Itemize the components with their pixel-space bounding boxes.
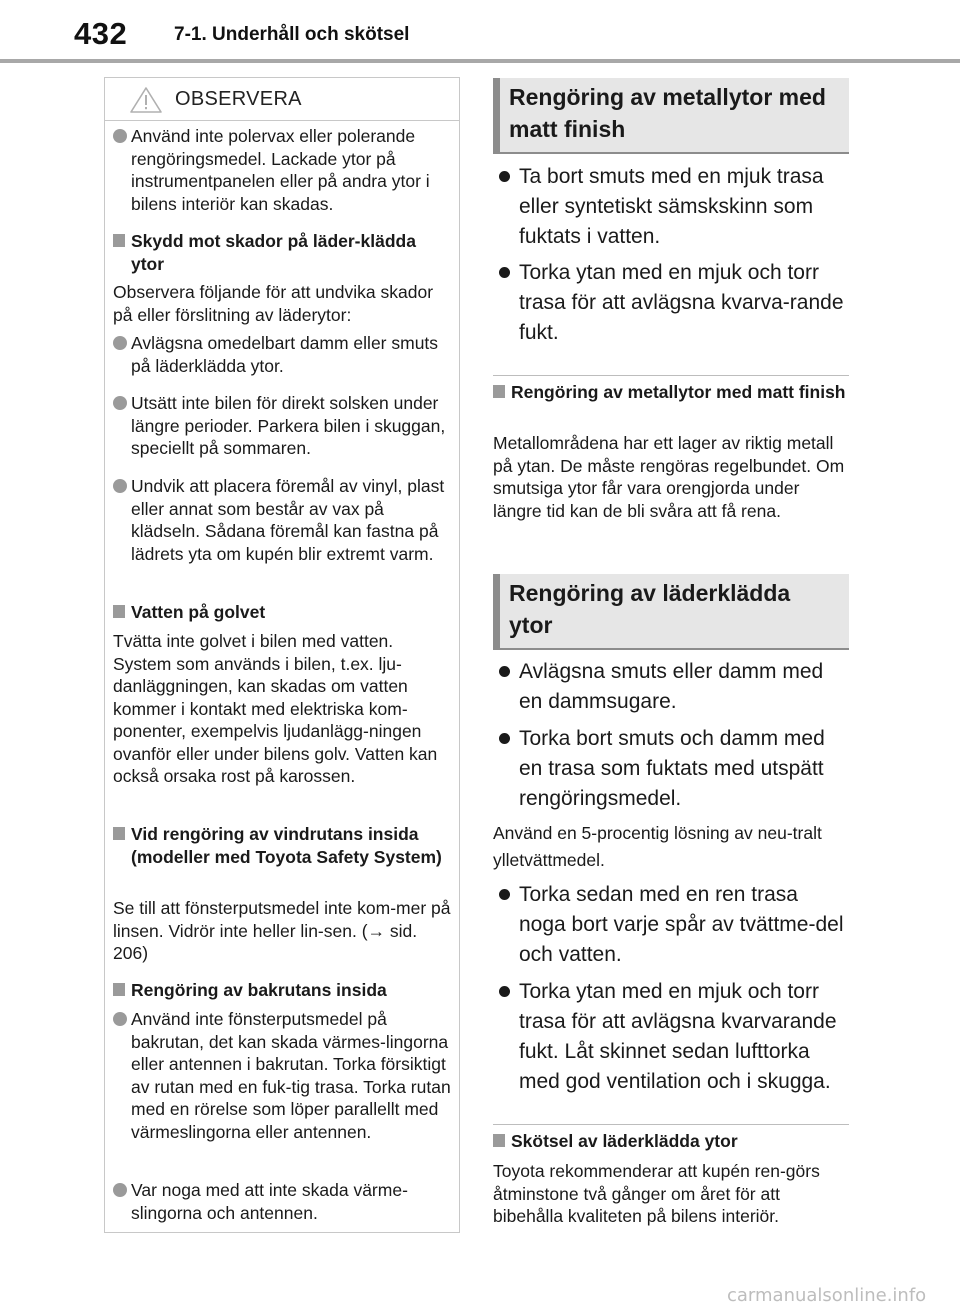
leather-bullet: Torka bort smuts och damm med en trasa s… <box>496 724 848 814</box>
bullet-icon <box>113 396 127 410</box>
square-bullet-icon <box>493 1134 505 1147</box>
section-heading-metal: Rengöring av metallytor med matt finish <box>493 78 849 154</box>
divider <box>493 375 849 376</box>
square-bullet-icon <box>113 983 125 996</box>
bullet-icon <box>113 1012 127 1026</box>
leather-paragraph: Toyota rekommenderar att kupén ren-görs … <box>493 1161 820 1226</box>
bullet-icon <box>113 129 127 143</box>
leather-bullet: Torka sedan med en ren trasa noga bort v… <box>496 880 848 970</box>
caution-bullet: Var noga med att inte skada värme-slingo… <box>113 1179 453 1224</box>
bullet-icon <box>499 986 510 997</box>
bullet-icon <box>499 267 510 278</box>
caution-bullet: Använd inte polervax eller polerande ren… <box>113 125 453 215</box>
caution-paragraph: Observera följande för att undvika skado… <box>113 282 434 325</box>
caution-subheading: Skydd mot skador på läder-klädda ytor <box>113 230 453 275</box>
caution-box: OBSERVERA Använd inte polervax eller pol… <box>104 77 460 1233</box>
caution-title: OBSERVERA <box>175 88 302 110</box>
square-bullet-icon <box>493 385 505 398</box>
caution-paragraph: Tvätta inte golvet i bilen med vatten. S… <box>113 631 438 786</box>
caution-subheading: Vatten på golvet <box>113 601 453 624</box>
square-bullet-icon <box>113 827 125 840</box>
chapter-title: 7-1. Underhåll och skötsel <box>174 24 410 45</box>
caution-bullet: Undvik att placera föremål av vinyl, pla… <box>113 475 453 565</box>
caution-subheading: Rengöring av bakrutans insida <box>113 979 453 1002</box>
leather-bullet: Torka ytan med en mjuk och torr trasa fö… <box>496 977 848 1097</box>
square-bullet-icon <box>113 234 125 247</box>
caution-subheading: Vid rengöring av vindrutans insida (mode… <box>113 823 453 868</box>
header-divider <box>0 59 960 63</box>
bullet-icon <box>499 666 510 677</box>
bullet-icon <box>113 479 127 493</box>
bullet-icon <box>113 336 127 350</box>
bullet-icon <box>499 889 510 900</box>
leather-note: Använd en 5-procentig lösning av neu-tra… <box>493 823 822 870</box>
divider <box>493 1124 849 1125</box>
caution-header: OBSERVERA <box>105 78 459 121</box>
page-number: 432 <box>74 16 128 51</box>
caution-bullet: Avlägsna omedelbart damm eller smuts på … <box>113 332 453 377</box>
leather-bullet: Avlägsna smuts eller damm med en dammsug… <box>496 657 848 717</box>
caution-bullet: Använd inte fönsterputsmedel på bakrutan… <box>113 1008 453 1143</box>
bullet-icon <box>499 171 510 182</box>
bullet-icon <box>113 1183 127 1197</box>
square-bullet-icon <box>113 605 125 618</box>
metal-paragraph: Metallområdena har ett lager av riktig m… <box>493 433 845 521</box>
leather-subheading: Skötsel av läderklädda ytor <box>493 1130 849 1153</box>
watermark: carmanualsonline.info <box>727 1285 927 1306</box>
caution-bullet: Utsätt inte bilen för direkt solsken und… <box>113 392 453 460</box>
metal-bullet: Torka ytan med en mjuk och torr trasa fö… <box>496 258 848 348</box>
page-header: 432 7-1. Underhåll och skötsel <box>0 0 960 63</box>
metal-bullet: Ta bort smuts med en mjuk trasa eller sy… <box>496 162 848 252</box>
section-heading-leather: Rengöring av läderklädda ytor <box>493 574 849 650</box>
warning-triangle-icon <box>129 86 163 119</box>
bullet-icon <box>499 733 510 744</box>
caution-paragraph: Se till att fönsterputsmedel inte kom-me… <box>113 898 451 963</box>
metal-subheading: Rengöring av metallytor med matt finish <box>493 381 849 404</box>
